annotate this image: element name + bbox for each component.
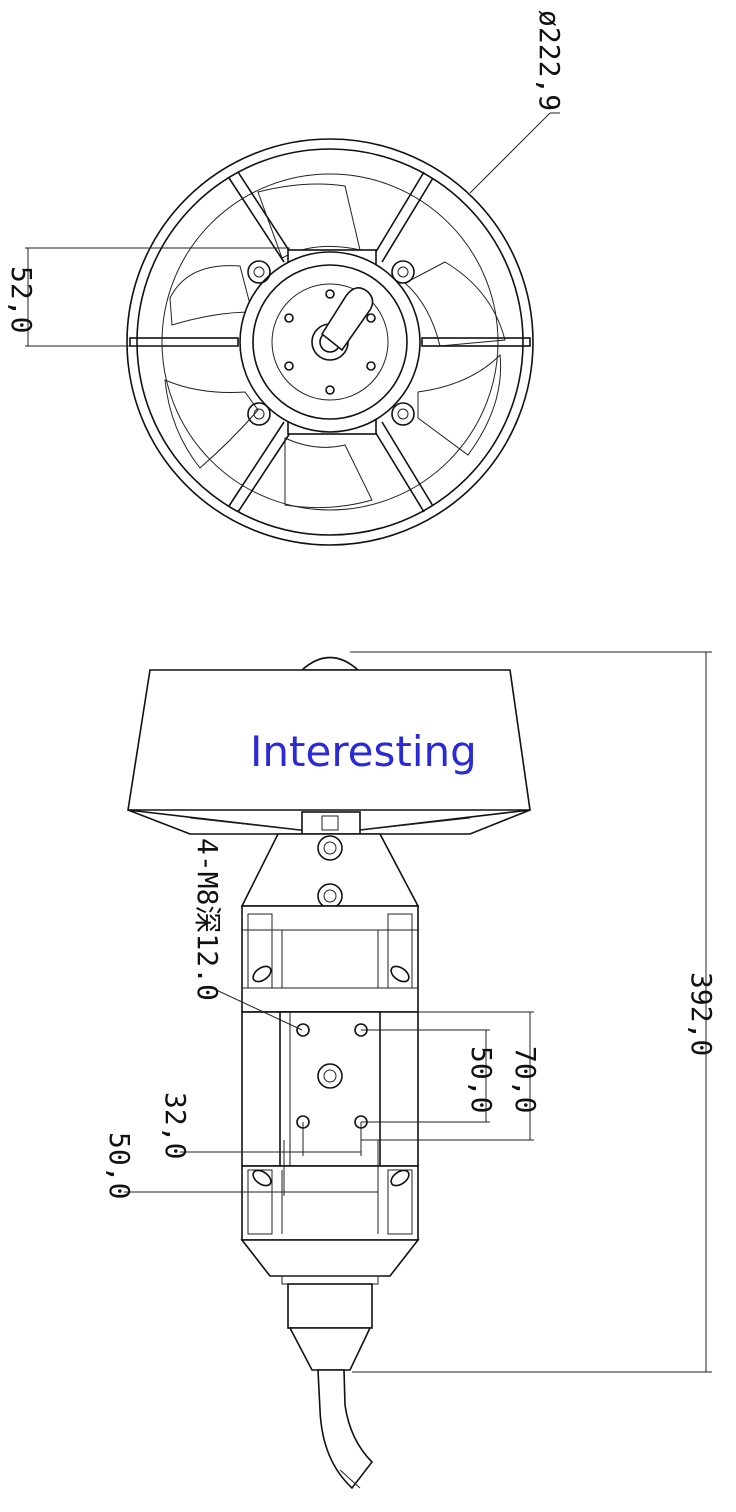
hub-bolt-hole (325, 289, 335, 299)
mount-hole (296, 1023, 310, 1037)
power-cable (317, 1369, 374, 1490)
center-bolt (317, 1063, 343, 1089)
hub-bolt-hole (284, 361, 294, 371)
hub-bolt-hole (325, 385, 335, 395)
blade (284, 437, 373, 509)
mount-boss-hole (253, 408, 265, 420)
clamp-bolt (252, 965, 272, 983)
mount-boss (391, 402, 415, 426)
strut-horizontal-left (129, 337, 239, 347)
hole-spacing-dimension: 32,0 50,0 (103, 1092, 379, 1199)
clamp-bolt (252, 1169, 272, 1187)
hub-outer (239, 251, 421, 433)
hub-bolt-hole (284, 313, 294, 323)
cable-gland (288, 1327, 372, 1371)
lower-clamp (241, 1165, 419, 1241)
overall-length-dimension: 392,0 (350, 651, 718, 1373)
strut (228, 421, 285, 507)
shaft-extension (320, 287, 374, 352)
hub-assembly (239, 249, 421, 435)
pylon-block (301, 811, 361, 835)
thread-leader (211, 987, 303, 1031)
neck-bolt-hole (323, 889, 337, 903)
diameter-label: ø222,9 (533, 10, 566, 111)
hub-width-label: 52,0 (5, 266, 38, 333)
interesting-annotation: Interesting (250, 727, 477, 776)
mount-boss (247, 260, 271, 284)
clamp-bolt (390, 965, 410, 983)
diameter-leader (469, 112, 551, 194)
bolt-inner-label: 50,0 (465, 1046, 498, 1113)
rear-ring (281, 1275, 379, 1285)
mount-boss-hole (397, 266, 409, 278)
bolt-pattern-dimension: 70,0 50,0 (361, 1011, 542, 1141)
strut (373, 429, 425, 513)
clamp-bolt (390, 1169, 410, 1187)
strut (373, 171, 425, 256)
blade (164, 379, 259, 469)
front-view: ø222,9 52,0 (5, 10, 566, 546)
thread-spec-label: 4-M8深12.0 (191, 838, 224, 1001)
hub-width-dimension: 52,0 (5, 247, 290, 347)
neck-bolt (317, 835, 343, 861)
flare-line (189, 817, 301, 831)
strut (237, 171, 293, 256)
mount-boss-hole (253, 266, 265, 278)
strut (381, 177, 434, 263)
upper-clamp (241, 905, 419, 1013)
mounting-struts (129, 171, 531, 513)
blade (404, 261, 506, 347)
pylon-slot (321, 815, 339, 831)
rear-housing (287, 1283, 373, 1329)
hole-spacing-long-label: 50,0 (103, 1132, 136, 1199)
bolt-outer-label: 70,0 (509, 1046, 542, 1113)
overall-length-label: 392,0 (685, 972, 718, 1056)
hub-flange (252, 264, 408, 420)
flare-line (359, 817, 471, 831)
hub-bolt-hole (366, 313, 376, 323)
rear-taper (240, 1239, 420, 1277)
motor-neck (240, 833, 420, 907)
strut (381, 421, 434, 507)
mount-boss (391, 260, 415, 284)
nose-cone (299, 656, 361, 671)
shroud-inner-ring (136, 148, 524, 536)
diameter-dimension: ø222,9 (469, 10, 566, 194)
side-view: 392,0 4-M8深12.0 70,0 50,0 32,0 (103, 651, 718, 1490)
blade (169, 265, 253, 326)
neck-bolt-hole (323, 841, 337, 855)
hole-spacing-short-label: 32,0 (159, 1092, 192, 1159)
clamp-ear (387, 1169, 413, 1235)
strut-horizontal-right (421, 337, 531, 347)
cable-end (339, 1469, 361, 1489)
hub-bolt-hole (366, 361, 376, 371)
blade (417, 353, 502, 456)
outer-shroud-ring (126, 138, 534, 546)
strut (237, 429, 293, 513)
mount-boss-hole (397, 408, 409, 420)
hub-inner (271, 283, 389, 401)
mount-boss (247, 402, 271, 426)
blade-tip-circle (161, 173, 499, 511)
center-bolt-hole (323, 1069, 337, 1083)
thread-spec-callout: 4-M8深12.0 (191, 838, 303, 1031)
